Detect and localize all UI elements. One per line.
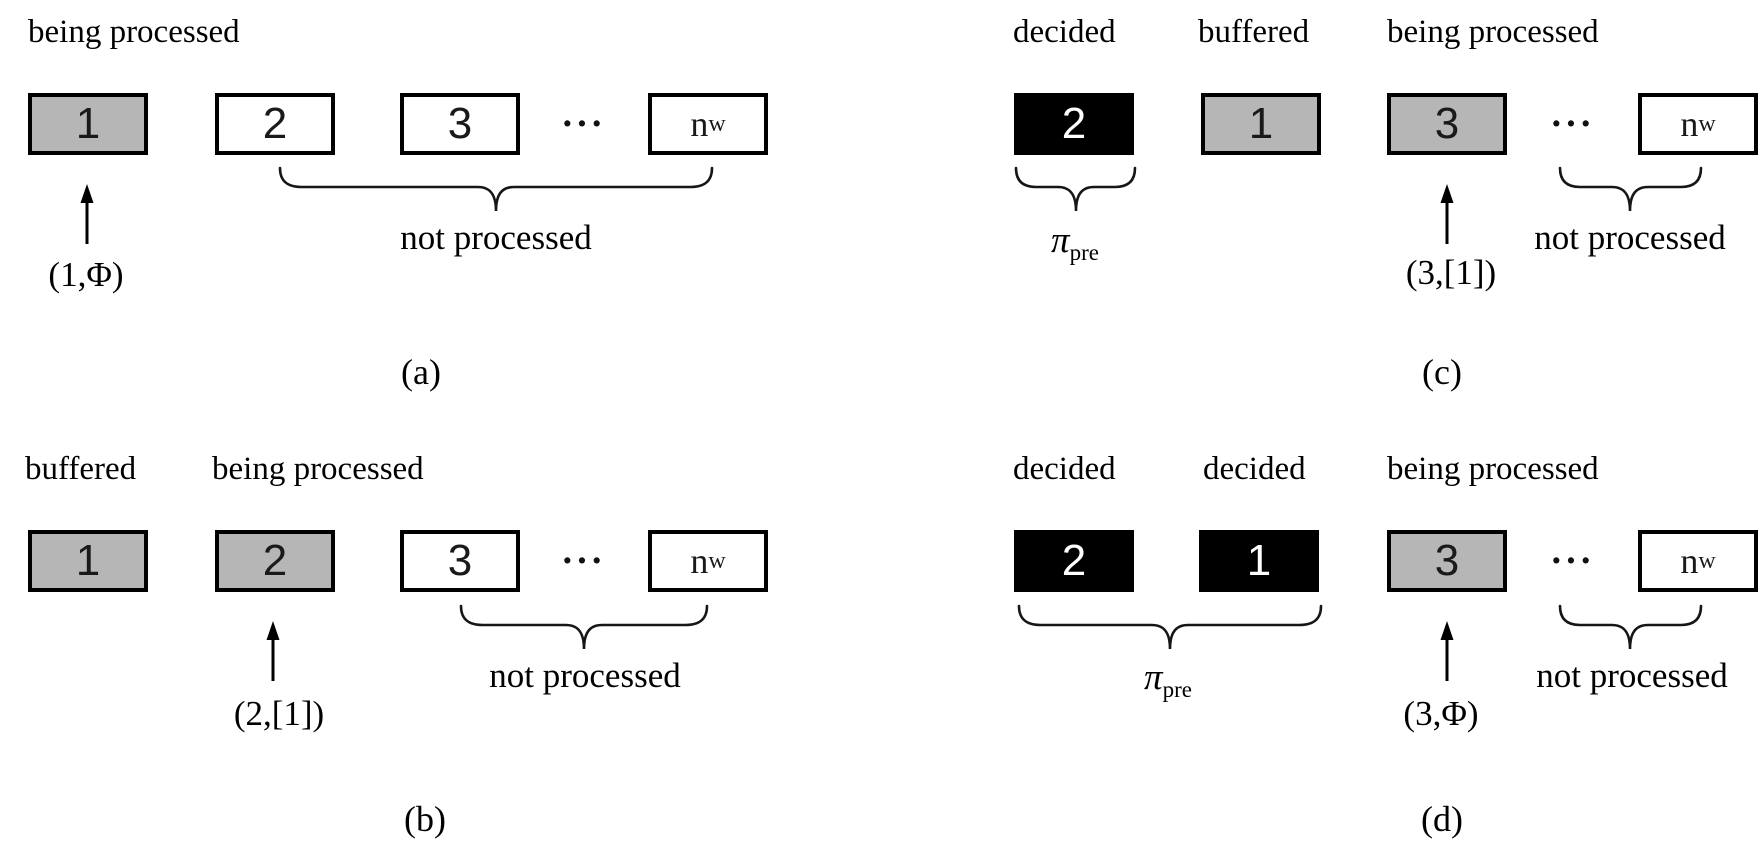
ellipsis: ··· <box>560 540 606 582</box>
box-value: 3 <box>447 536 473 585</box>
nw-sub: w <box>1698 547 1716 574</box>
panel-caption: (c) <box>1422 352 1462 392</box>
underbrace-icon <box>1558 166 1703 212</box>
box-value: 1 <box>75 99 101 148</box>
queue-box-1: 1 <box>1201 93 1321 155</box>
underbrace-icon <box>278 166 714 212</box>
underbrace-icon <box>459 604 709 650</box>
underbrace-icon <box>1017 604 1323 650</box>
queue-box-1: 1 <box>28 93 148 155</box>
pi-subscript: pre <box>1162 677 1192 702</box>
queue-box-2: 2 <box>1014 93 1134 155</box>
box-value: 3 <box>447 99 473 148</box>
box-value: 3 <box>1434 99 1460 148</box>
status-label-being-processed: being processed <box>28 14 240 50</box>
status-label-being-processed: being processed <box>1387 14 1599 50</box>
nw-main: n <box>690 104 709 144</box>
pi-pre-label: πpre <box>1108 659 1228 709</box>
queue-box-2: 2 <box>1014 530 1134 592</box>
nw-sub: w <box>1698 110 1716 137</box>
box-value: 1 <box>1246 536 1272 585</box>
queue-box-3: 3 <box>1387 93 1507 155</box>
queue-box-3: 3 <box>1387 530 1507 592</box>
arrow-label: (2,[1]) <box>233 694 325 733</box>
panel-caption: (b) <box>404 799 446 839</box>
queue-box-1: 1 <box>28 530 148 592</box>
nw-sub: w <box>708 110 726 137</box>
status-label-decided: decided <box>1013 451 1116 487</box>
arrow-label: (3,[1]) <box>1405 253 1497 292</box>
up-arrow-icon <box>266 621 280 681</box>
panel-caption: (d) <box>1421 799 1463 839</box>
nw-main: n <box>1680 104 1699 144</box>
status-label-decided: decided <box>1203 451 1306 487</box>
status-label-buffered: buffered <box>25 451 137 487</box>
nw-main: n <box>690 541 709 581</box>
up-arrow-icon <box>80 184 94 244</box>
status-label-buffered: buffered <box>1198 14 1310 50</box>
queue-box-2: 2 <box>215 93 335 155</box>
box-value: 2 <box>1061 536 1087 585</box>
pi-symbol: π <box>1144 657 1163 698</box>
brace-label-not-processed: not processed <box>1536 656 1728 695</box>
pi-subscript: pre <box>1069 240 1099 265</box>
ellipsis: ··· <box>560 103 606 145</box>
brace-label-not-processed: not processed <box>1534 218 1726 257</box>
brace-label-not-processed: not processed <box>489 656 681 695</box>
underbrace-icon <box>1014 166 1137 212</box>
queue-box-3: 3 <box>400 93 520 155</box>
up-arrow-icon <box>1440 621 1454 681</box>
box-value: 1 <box>75 536 101 585</box>
box-value: 2 <box>1061 99 1087 148</box>
nw-main: n <box>1680 541 1699 581</box>
pi-pre-label: πpre <box>1015 222 1135 272</box>
queue-box-2: 2 <box>215 530 335 592</box>
brace-label-not-processed: not processed <box>400 218 592 257</box>
box-value: 2 <box>262 536 288 585</box>
up-arrow-icon <box>1440 184 1454 244</box>
status-label-being-processed: being processed <box>212 451 424 487</box>
box-value: 2 <box>262 99 288 148</box>
status-label-being-processed: being processed <box>1387 451 1599 487</box>
pi-symbol: π <box>1051 220 1070 261</box>
box-value: 1 <box>1248 99 1274 148</box>
underbrace-icon <box>1558 604 1703 650</box>
arrow-label: (3,Φ) <box>1403 694 1479 733</box>
panel-caption: (a) <box>401 352 441 392</box>
nw-sub: w <box>708 547 726 574</box>
queue-box-1: 1 <box>1199 530 1319 592</box>
queue-box-3: 3 <box>400 530 520 592</box>
status-label-decided: decided <box>1013 14 1116 50</box>
arrow-label: (1,Φ) <box>48 255 124 294</box>
ellipsis: ··· <box>1549 540 1595 582</box>
box-value: 3 <box>1434 536 1460 585</box>
ellipsis: ··· <box>1549 103 1595 145</box>
